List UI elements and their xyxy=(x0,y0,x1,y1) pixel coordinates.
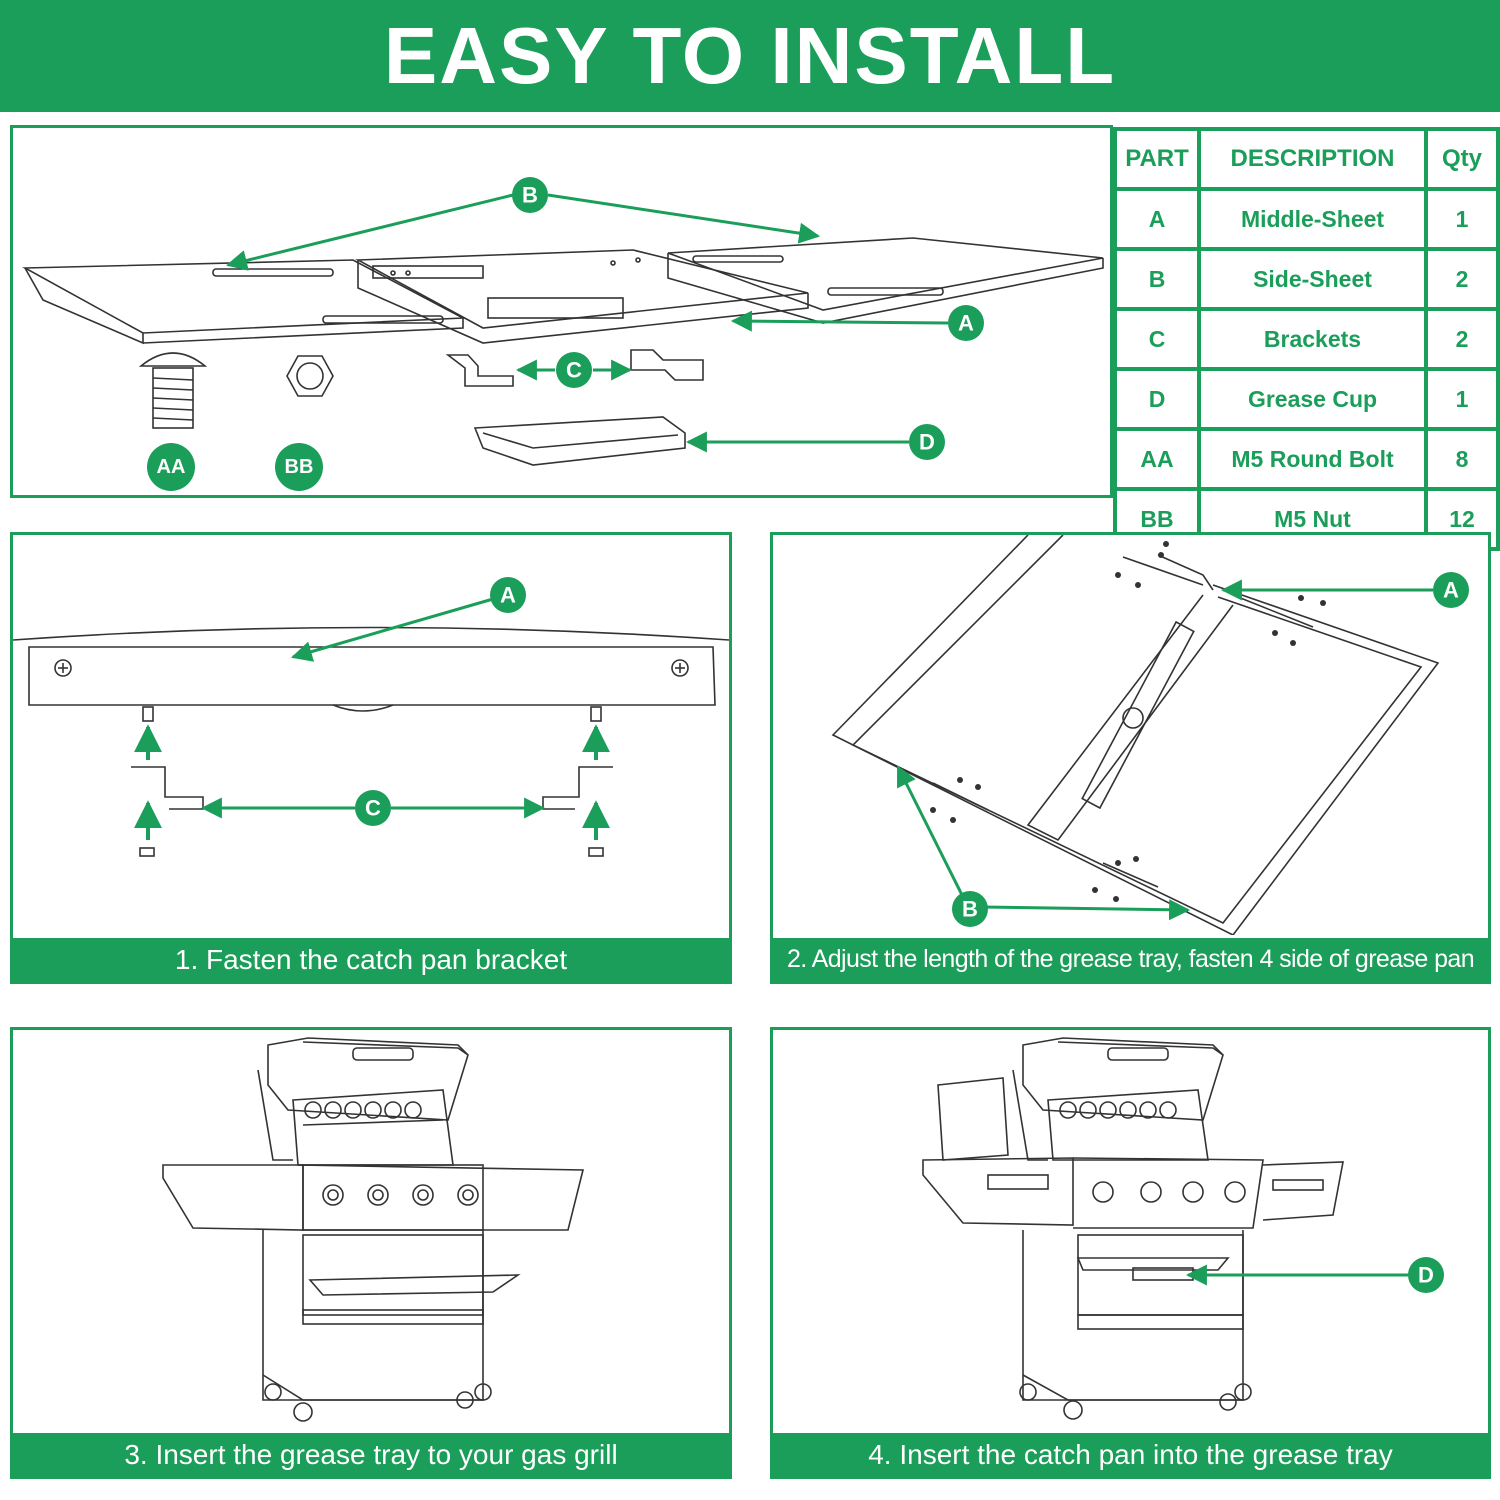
grease-tray-outline xyxy=(831,535,1440,935)
column-header: PART xyxy=(1117,131,1197,187)
grill-drawing xyxy=(162,1037,585,1422)
table-cell: AA xyxy=(1117,431,1197,487)
table-cell: M5 Round Bolt xyxy=(1201,431,1424,487)
step-4-caption: 4. Insert the catch pan into the grease … xyxy=(773,1433,1488,1476)
table-row: AA M5 Round Bolt 8 xyxy=(1117,431,1496,487)
callout-d: D xyxy=(1408,1257,1444,1293)
table-cell: 1 xyxy=(1428,371,1496,427)
svg-text:D: D xyxy=(919,430,935,455)
table-cell: C xyxy=(1117,311,1197,367)
svg-text:AA: AA xyxy=(157,456,186,478)
page-title: EASY TO INSTALL xyxy=(383,11,1117,100)
svg-text:B: B xyxy=(962,897,978,922)
step-2-diagram: A B xyxy=(831,535,1469,935)
svg-text:A: A xyxy=(500,583,516,608)
side-sheet-right xyxy=(667,237,1104,324)
step-3-caption: 3. Insert the grease tray to your gas gr… xyxy=(13,1433,729,1476)
table-row: A Middle-Sheet 1 xyxy=(1117,191,1496,247)
middle-sheet xyxy=(355,249,809,344)
callout-a: A xyxy=(1433,572,1469,608)
callout-c: C xyxy=(355,790,391,826)
table-cell: Side-Sheet xyxy=(1201,251,1424,307)
step-3-diagram xyxy=(162,1037,585,1422)
table-row: B Side-Sheet 2 xyxy=(1117,251,1496,307)
callout-a: A xyxy=(948,305,984,341)
step-1-panel: A C 1. Fasten the catch pan bracket xyxy=(10,532,732,984)
side-sheet-left xyxy=(22,259,466,345)
svg-text:BB: BB xyxy=(285,456,314,478)
step-1-diagram: A C xyxy=(13,577,729,857)
svg-text:C: C xyxy=(365,796,381,821)
bracket-right xyxy=(630,349,704,381)
table-cell: 2 xyxy=(1428,251,1496,307)
svg-text:A: A xyxy=(1443,578,1459,603)
table-cell: 2 xyxy=(1428,311,1496,367)
parts-overview-panel: B A C D AA BB xyxy=(10,125,1113,498)
callout-b: B xyxy=(952,891,988,927)
callout-d: D xyxy=(909,424,945,460)
svg-text:C: C xyxy=(566,358,582,383)
grease-cup xyxy=(473,416,686,466)
callout-aa: AA xyxy=(147,443,195,491)
nut-drawing xyxy=(286,355,334,397)
table-cell: 8 xyxy=(1428,431,1496,487)
table-cell: A xyxy=(1117,191,1197,247)
svg-text:D: D xyxy=(1418,1263,1434,1288)
bracket-left xyxy=(445,354,514,387)
grill-drawing xyxy=(922,1037,1344,1420)
table-header-row: PART DESCRIPTION Qty xyxy=(1117,131,1496,187)
step-3-panel: 3. Insert the grease tray to your gas gr… xyxy=(10,1027,732,1479)
callout-bb: BB xyxy=(275,443,323,491)
step-2-panel: A B 2. Adjust the length of the grease t… xyxy=(770,532,1491,984)
step-4-panel: D 4. Insert the catch pan into the greas… xyxy=(770,1027,1491,1479)
parts-diagram: B A C D AA BB xyxy=(22,177,1104,491)
bracket-left xyxy=(131,766,204,810)
step-1-caption: 1. Fasten the catch pan bracket xyxy=(13,938,729,981)
callout-b: B xyxy=(512,177,548,213)
table-cell: Middle-Sheet xyxy=(1201,191,1424,247)
table-cell: B xyxy=(1117,251,1197,307)
callout-c: C xyxy=(556,352,592,388)
table-cell: 1 xyxy=(1428,191,1496,247)
step-4-diagram: D xyxy=(922,1037,1444,1420)
table-cell: Grease Cup xyxy=(1201,371,1424,427)
column-header: DESCRIPTION xyxy=(1201,131,1424,187)
bolt-drawing xyxy=(138,352,208,429)
bracket-right xyxy=(542,766,613,810)
svg-text:B: B xyxy=(522,183,538,208)
title-banner: EASY TO INSTALL xyxy=(0,0,1500,112)
table-row: D Grease Cup 1 xyxy=(1117,371,1496,427)
table-cell: Brackets xyxy=(1201,311,1424,367)
parts-table: PART DESCRIPTION Qty A Middle-Sheet 1 B … xyxy=(1113,127,1500,551)
table-row: C Brackets 2 xyxy=(1117,311,1496,367)
svg-text:A: A xyxy=(958,311,974,336)
step-2-caption: 2. Adjust the length of the grease tray,… xyxy=(773,938,1488,981)
middle-sheet-front xyxy=(28,646,716,706)
callout-a: A xyxy=(490,577,526,613)
table-cell: D xyxy=(1117,371,1197,427)
column-header: Qty xyxy=(1428,131,1496,187)
